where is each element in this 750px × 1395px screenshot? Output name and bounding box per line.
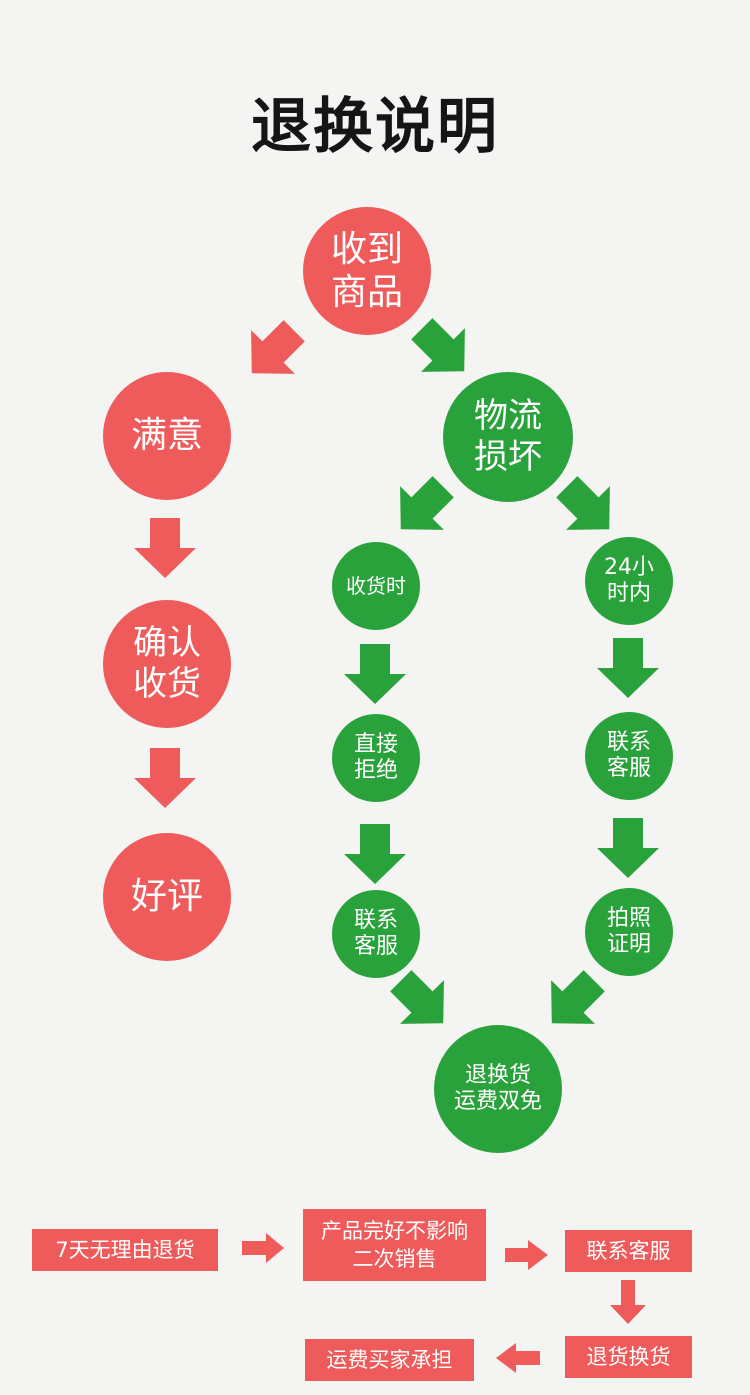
node-free-shipping-exchange: 退换货 运费双免 (434, 1025, 562, 1153)
node-good-review-label: 好评 (130, 876, 203, 918)
page-title: 退换说明 (251, 92, 499, 162)
node-received-goods-label: 收到 商品 (330, 228, 403, 313)
node-free-shipping-exchange-label: 退换货 运费双免 (453, 1062, 542, 1114)
node-satisfied: 满意 (103, 372, 231, 500)
node-satisfied-label: 满意 (130, 415, 203, 457)
node-within-24h: 24小 时内 (585, 537, 673, 625)
node-contact-service-right: 联系 客服 (585, 712, 673, 800)
policy-7-day-return: 7天无理由退货 (32, 1229, 218, 1271)
policy-7-day-return-label: 7天无理由退货 (55, 1237, 195, 1262)
arrow-policy-3-4 (610, 1280, 646, 1324)
node-on-receipt: 收货时 (332, 542, 420, 630)
arrow-right-to-result (529, 958, 617, 1046)
arrow-confirm-to-review (134, 748, 196, 808)
node-logistics-damage-label: 物流 损坏 (474, 396, 542, 477)
policy-return-exchange-label: 退货换货 (586, 1344, 671, 1369)
arrow-left-2 (344, 824, 406, 884)
node-refuse-directly-label: 直接 拒绝 (353, 731, 398, 783)
node-contact-service-right-label: 联系 客服 (606, 729, 651, 781)
policy-buyer-pays-shipping: 运费买家承担 (305, 1339, 474, 1381)
node-photo-proof-label: 拍照 证明 (606, 905, 651, 957)
arrow-start-to-satisfied (229, 308, 317, 396)
node-on-receipt-label: 收货时 (346, 574, 406, 598)
node-contact-service-left: 联系 客服 (332, 890, 420, 978)
node-refuse-directly: 直接 拒绝 (332, 714, 420, 802)
node-good-review: 好评 (103, 833, 231, 961)
arrow-satisfied-to-confirm (134, 518, 196, 578)
node-within-24h-label: 24小 时内 (604, 554, 654, 606)
arrow-policy-1-2 (242, 1233, 284, 1263)
node-photo-proof: 拍照 证明 (585, 888, 673, 976)
arrow-damaged-to-left (378, 464, 466, 552)
policy-buyer-pays-shipping-label: 运费买家承担 (326, 1347, 453, 1372)
arrow-start-to-damaged (399, 306, 487, 394)
node-contact-service-left-label: 联系 客服 (353, 907, 398, 959)
policy-product-intact-label: 产品完好不影响 二次销售 (321, 1218, 468, 1271)
arrow-policy-2-3 (505, 1240, 548, 1270)
arrow-right-2 (597, 818, 659, 878)
policy-return-exchange: 退货换货 (565, 1336, 692, 1378)
arrow-policy-4-5 (496, 1343, 540, 1373)
node-logistics-damage: 物流 损坏 (443, 372, 573, 502)
node-confirm-receipt-label: 确认 收货 (133, 623, 201, 704)
policy-product-intact: 产品完好不影响 二次销售 (303, 1209, 486, 1281)
node-confirm-receipt: 确认 收货 (103, 600, 231, 728)
policy-contact-service: 联系客服 (565, 1230, 692, 1272)
node-received-goods: 收到 商品 (303, 207, 431, 335)
policy-contact-service-label: 联系客服 (586, 1238, 671, 1263)
arrow-right-1 (597, 638, 659, 698)
arrow-left-1 (344, 644, 406, 704)
